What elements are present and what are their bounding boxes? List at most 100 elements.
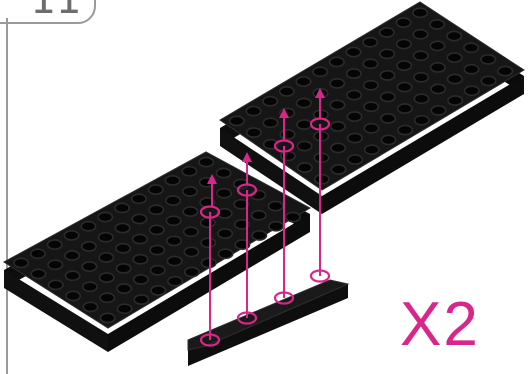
stud-hole bbox=[201, 238, 215, 247]
stud-hole bbox=[397, 82, 411, 91]
stud-hole bbox=[165, 176, 179, 185]
stud-hole bbox=[297, 98, 311, 107]
stud-hole bbox=[431, 84, 445, 93]
stud-hole bbox=[280, 130, 294, 139]
stud-hole bbox=[202, 258, 216, 267]
stud-hole bbox=[217, 189, 231, 198]
stud-hole bbox=[298, 163, 312, 172]
stud-hole bbox=[280, 87, 294, 96]
stud-hole bbox=[115, 223, 129, 232]
stud-hole bbox=[166, 216, 180, 225]
stud-hole bbox=[183, 207, 197, 216]
stud-hole bbox=[330, 79, 344, 88]
stud-hole bbox=[166, 196, 180, 205]
stud-hole bbox=[348, 155, 362, 164]
connector-bar-top bbox=[188, 280, 348, 350]
stud-hole bbox=[314, 132, 328, 141]
stud-hole bbox=[149, 205, 163, 214]
stud-hole bbox=[364, 124, 378, 133]
stud-hole bbox=[365, 145, 379, 154]
stud-hole bbox=[83, 282, 97, 291]
stud-hole bbox=[269, 222, 283, 231]
stud-hole bbox=[66, 291, 80, 300]
stud-hole bbox=[347, 69, 361, 78]
connector-bar bbox=[188, 280, 348, 366]
stud-hole bbox=[230, 116, 244, 125]
stud-hole bbox=[48, 240, 62, 249]
stud-hole bbox=[216, 168, 230, 177]
stud-hole bbox=[65, 271, 79, 280]
stud-hole bbox=[281, 151, 295, 160]
stud-hole bbox=[14, 258, 28, 267]
stud-hole bbox=[252, 211, 266, 220]
stud-hole bbox=[380, 71, 394, 80]
stud-hole bbox=[83, 302, 97, 311]
connector-bar-front bbox=[188, 284, 348, 366]
stud-hole bbox=[116, 264, 130, 273]
stud-hole bbox=[431, 63, 445, 72]
stud-hole bbox=[252, 231, 266, 240]
stud-hole bbox=[151, 286, 165, 295]
stud-hole bbox=[381, 135, 395, 144]
stud-hole bbox=[481, 76, 495, 85]
stud-hole bbox=[415, 116, 429, 125]
stud-hole bbox=[100, 273, 114, 282]
stud-hole bbox=[133, 255, 147, 264]
stud-hole bbox=[183, 187, 197, 196]
stud-hole bbox=[348, 133, 362, 142]
stud-hole bbox=[64, 231, 78, 240]
stud-hole bbox=[296, 77, 310, 86]
stud-hole bbox=[448, 74, 462, 83]
stud-hole bbox=[464, 65, 478, 74]
stud-hole bbox=[347, 112, 361, 121]
stud-hole bbox=[380, 49, 394, 58]
stud-hole bbox=[268, 201, 282, 210]
stud-hole bbox=[168, 277, 182, 286]
stud-hole bbox=[398, 104, 412, 113]
stud-hole bbox=[31, 249, 45, 258]
stud-hole bbox=[430, 20, 444, 29]
stud-hole bbox=[167, 236, 181, 245]
stud-hole bbox=[297, 141, 311, 150]
stud-hole bbox=[448, 96, 462, 105]
stud-hole bbox=[363, 38, 377, 47]
stud-hole bbox=[330, 100, 344, 109]
stud-hole bbox=[363, 59, 377, 68]
stud-hole bbox=[134, 295, 148, 304]
stud-hole bbox=[133, 234, 147, 243]
stud-hole bbox=[364, 102, 378, 111]
stud-hole bbox=[100, 293, 114, 302]
stud-hole bbox=[263, 118, 277, 127]
stud-hole bbox=[184, 227, 198, 236]
stud-hole bbox=[331, 165, 345, 174]
stud-hole bbox=[297, 120, 311, 129]
stud-hole bbox=[150, 225, 164, 234]
stud-hole bbox=[116, 244, 130, 253]
stud-hole bbox=[465, 86, 479, 95]
stud-hole bbox=[396, 18, 410, 27]
stud-hole bbox=[151, 266, 165, 275]
stud-hole bbox=[31, 269, 45, 278]
stud-hole bbox=[150, 245, 164, 254]
stud-hole bbox=[447, 53, 461, 62]
stud-hole bbox=[331, 122, 345, 131]
stud-hole bbox=[99, 253, 113, 262]
stud-hole bbox=[98, 212, 112, 221]
stud-hole bbox=[247, 128, 261, 137]
stud-hole bbox=[315, 175, 329, 184]
stud-hole bbox=[313, 67, 327, 76]
stud-hole bbox=[413, 30, 427, 39]
stud-hole bbox=[430, 41, 444, 50]
stud-hole bbox=[346, 47, 360, 56]
stud-hole bbox=[167, 256, 181, 265]
stud-hole bbox=[398, 125, 412, 134]
stud-hole bbox=[263, 97, 277, 106]
stud-hole bbox=[464, 43, 478, 52]
stud-hole bbox=[115, 203, 129, 212]
stud-hole bbox=[149, 185, 163, 194]
stud-hole bbox=[397, 61, 411, 70]
stud-hole bbox=[314, 153, 328, 162]
stud-hole bbox=[414, 94, 428, 103]
stud-hole bbox=[184, 247, 198, 256]
stud-hole bbox=[218, 249, 232, 258]
